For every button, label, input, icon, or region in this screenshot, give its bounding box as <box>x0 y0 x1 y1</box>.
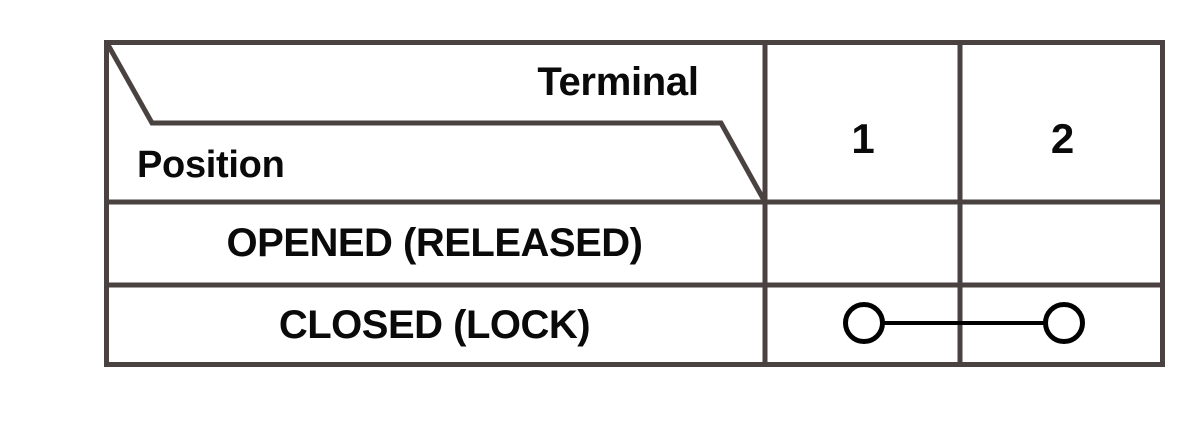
column-header-terminal-2: 2 <box>1050 115 1075 162</box>
continuity-symbol-closed <box>843 302 1085 344</box>
header-diagonal-split <box>104 41 768 204</box>
column-header-terminal-1: 1 <box>851 115 875 162</box>
switch-continuity-table: Terminal Position 1 2 OPENED (RELEASED) … <box>104 40 1165 367</box>
table-grid <box>104 40 1165 367</box>
terminal-2-circle <box>1043 302 1085 344</box>
terminal-1-circle <box>843 302 885 344</box>
row-label-closed: CLOSED (LOCK) <box>278 303 591 347</box>
header-terminal-label: Terminal <box>537 60 699 104</box>
header-position-label: Position <box>137 144 285 186</box>
row-label-opened: OPENED (RELEASED) <box>226 221 644 265</box>
